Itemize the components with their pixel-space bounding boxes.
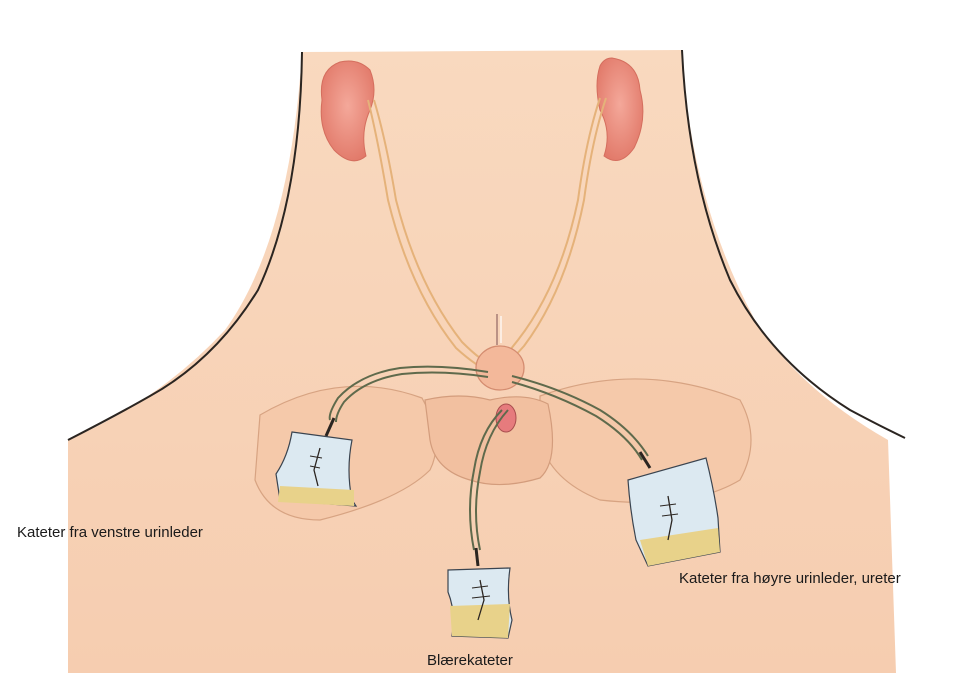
bladder-catheter-label: Blærekateter [427,652,513,670]
urethral-opening [496,404,516,432]
right-catheter-label: Kateter fra høyre urinleder, ureter [679,570,901,588]
left-catheter-label: Kateter fra venstre urinleder [17,524,203,542]
